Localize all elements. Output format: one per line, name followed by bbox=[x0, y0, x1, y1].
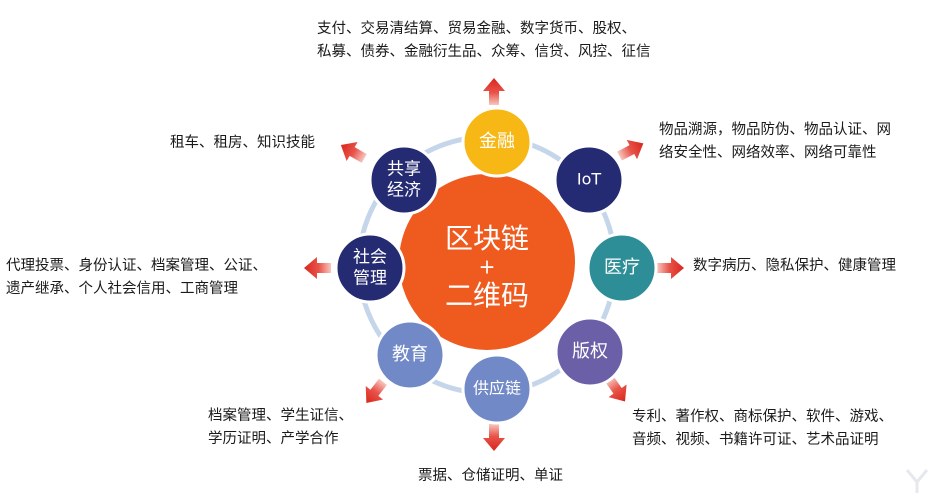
center-label-line3: 二维码 bbox=[445, 279, 529, 312]
iot-node-label: IoT bbox=[577, 170, 602, 189]
finance-applications-line: 支付、交易清结算、贸易金融、数字货币、股权、 bbox=[317, 21, 636, 37]
social-management-applications: 代理投票、身份认证、档案管理、公证、 遗产继承、个人社会信用、工商管理 bbox=[6, 255, 267, 301]
copyright-applications-line: 专利、著作权、商标保护、软件、游戏、 bbox=[632, 409, 893, 425]
medical-node bbox=[586, 232, 658, 304]
social-management-node bbox=[334, 232, 406, 304]
iot-applications-line: 物品溯源，物品防伪、物品认证、网 bbox=[659, 122, 891, 138]
center-node bbox=[399, 174, 575, 350]
finance-node bbox=[461, 106, 533, 178]
copyright-applications-line: 音频、视频、书籍许可证、艺术品证明 bbox=[632, 432, 879, 448]
education-arrow-icon bbox=[365, 378, 387, 404]
watermark-logo-icon bbox=[905, 469, 929, 493]
sharing-economy-node-label: 经济 bbox=[387, 181, 421, 201]
supply-chain-applications: 票据、仓储证明、单证 bbox=[418, 465, 563, 488]
social-management-node-label: 社会 bbox=[353, 248, 387, 268]
iot-applications: 物品溯源，物品防伪、物品认证、网 络安全性、网络效率、网络可靠性 bbox=[659, 119, 891, 165]
copyright-arrow-icon bbox=[605, 376, 627, 402]
finance-applications-line: 私募、债券、金融衍生品、众筹、信贷、风控、征信 bbox=[317, 44, 651, 60]
center-label-plus: + bbox=[479, 255, 496, 279]
center-label-line1: 区块链 bbox=[445, 222, 529, 255]
medical-arrow-icon bbox=[657, 257, 684, 279]
iot-arrow-icon bbox=[617, 139, 644, 161]
finance-node-label: 金融 bbox=[479, 131, 515, 152]
education-applications-line: 档案管理、学生证信、 bbox=[208, 408, 353, 424]
social-management-applications-line: 代理投票、身份认证、档案管理、公证、 bbox=[6, 258, 267, 274]
social-management-applications-line: 遗产继承、个人社会信用、工商管理 bbox=[6, 281, 238, 297]
finance-applications: 支付、交易清结算、贸易金融、数字货币、股权、 私募、债券、金融衍生品、众筹、信贷… bbox=[317, 18, 651, 64]
supply-chain-arrow-icon bbox=[483, 424, 505, 451]
sharing-economy-node-label: 共享 bbox=[387, 160, 421, 180]
medical-applications-line: 数字病历、隐私保护、健康管理 bbox=[693, 258, 896, 274]
sharing-economy-node bbox=[368, 144, 440, 216]
sharing-economy-arrow-icon bbox=[340, 141, 367, 163]
supply-chain-applications-line: 票据、仓储证明、单证 bbox=[418, 468, 563, 484]
social-management-arrow-icon bbox=[304, 257, 331, 279]
iot-node bbox=[553, 144, 625, 216]
supply-chain-node-label: 供应链 bbox=[473, 379, 521, 398]
education-applications-line: 学历证明、产学合作 bbox=[208, 431, 339, 447]
copyright-applications: 专利、著作权、商标保护、软件、游戏、 音频、视频、书籍许可证、艺术品证明 bbox=[632, 406, 893, 452]
iot-applications-line: 络安全性、网络效率、网络可靠性 bbox=[659, 145, 877, 161]
education-applications: 档案管理、学生证信、 学历证明、产学合作 bbox=[208, 405, 353, 451]
education-node-label: 教育 bbox=[392, 344, 428, 365]
social-management-node-label: 管理 bbox=[353, 269, 387, 289]
education-node bbox=[374, 319, 446, 391]
finance-arrow-icon bbox=[483, 78, 505, 105]
supply-chain-node bbox=[461, 353, 533, 425]
sharing-economy-applications: 租车、租房、知识技能 bbox=[170, 132, 315, 155]
medical-node-label: 医疗 bbox=[604, 257, 640, 278]
copyright-node-label: 版权 bbox=[572, 341, 608, 362]
sharing-economy-applications-line: 租车、租房、知识技能 bbox=[170, 135, 315, 151]
medical-applications: 数字病历、隐私保护、健康管理 bbox=[693, 255, 896, 278]
copyright-node bbox=[554, 316, 626, 388]
